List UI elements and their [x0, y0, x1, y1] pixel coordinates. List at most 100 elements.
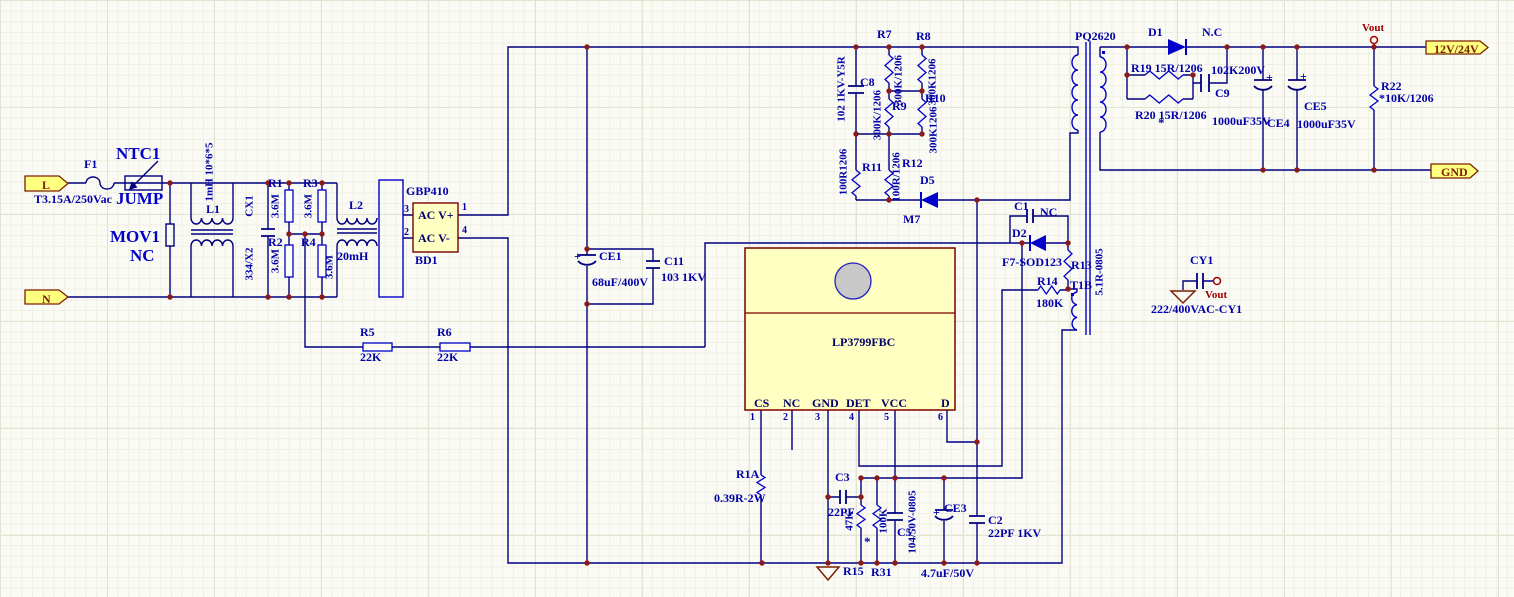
- varistor-mov1-icon[interactable]: [165, 223, 175, 247]
- label-c3-value: 22PF: [828, 505, 855, 519]
- label-d2-designator: D2: [1012, 226, 1027, 240]
- bridge-bd1[interactable]: [412, 202, 459, 253]
- capacitor-c8-icon[interactable]: [848, 85, 864, 94]
- label-bd1-pin4: 4: [462, 225, 467, 236]
- label-l1-value: 1mH 10*6*5: [203, 142, 216, 202]
- label-r5-value: 22K: [360, 350, 382, 364]
- label-r1a-designator: R1A: [736, 467, 760, 481]
- thermistor-ntc1-icon[interactable]: [124, 160, 163, 191]
- label-bd1-pin1: 1: [462, 202, 467, 213]
- port-n-shape[interactable]: [24, 289, 70, 305]
- ground-symbol-primary[interactable]: [815, 566, 841, 582]
- label-ic-pin-vcc: VCC: [881, 396, 907, 410]
- label-r1-designator: R1: [268, 176, 283, 190]
- label-c9-designator: C9: [1215, 86, 1230, 100]
- port-l-shape[interactable]: [24, 175, 70, 192]
- label-f1-designator: F1: [84, 157, 98, 171]
- label-r15-designator: R15: [843, 564, 864, 578]
- label-d2-value: F7-SOD123: [1002, 255, 1062, 269]
- label-r1-value: 3.6M: [269, 193, 282, 219]
- wires[interactable]: [68, 44, 1431, 564]
- label-d5-designator: D5: [920, 173, 935, 187]
- label-ce4-designator: CE4: [1267, 116, 1290, 130]
- label-r11-designator: R11: [862, 160, 883, 174]
- label-r4-designator: R4: [301, 235, 316, 249]
- vout-terminal-top[interactable]: [1369, 35, 1379, 45]
- label-ce1-value: 68uF/400V: [592, 275, 649, 289]
- capacitor-c2-icon[interactable]: [969, 515, 985, 524]
- label-r14-value: 180K: [1036, 296, 1064, 310]
- label-ce3-polarity: +: [933, 505, 940, 519]
- label-r2-designator: R2: [268, 235, 283, 249]
- label-ic-pin6-num: 6: [938, 412, 943, 423]
- label-ce5-polarity: +: [1300, 69, 1307, 83]
- capacitor-c3-icon[interactable]: [839, 490, 847, 504]
- label-cx1-designator: CX1: [243, 195, 256, 217]
- label-r6-designator: R6: [437, 325, 452, 339]
- electrolytic-ce5-icon[interactable]: [1287, 79, 1307, 91]
- label-ic-pin-det: DET: [846, 396, 871, 410]
- electrolytic-ce4-icon[interactable]: [1253, 79, 1273, 91]
- label-port-gnd: GND: [1441, 165, 1468, 179]
- ic-lp3799[interactable]: [744, 247, 956, 411]
- label-r20-label: R20 15R/1206: [1135, 108, 1207, 122]
- resistor-zigzags[interactable]: [755, 54, 1380, 529]
- label-l2-value: 20mH: [337, 249, 369, 263]
- label-r6-value: 22K: [437, 350, 459, 364]
- label-r15-value: 47K: [843, 511, 856, 531]
- label-r11-value: 100R1206: [837, 148, 850, 196]
- label-bd1-pin3: 3: [404, 204, 409, 215]
- vout-terminal-cy1[interactable]: [1212, 276, 1222, 286]
- label-bd1-part: GBP410: [406, 184, 449, 198]
- choke-l1-icon[interactable]: [190, 217, 234, 247]
- label-port-l: L: [42, 178, 51, 192]
- label-r9-value: 300K/1206: [871, 89, 884, 141]
- label-c8-designator: C8: [860, 75, 875, 89]
- label-r13-value: 5.1R-0805: [1093, 248, 1106, 296]
- label-r12-value: 100R/1206: [890, 152, 903, 202]
- label-ic-part: LP3799FBC: [832, 335, 896, 349]
- ic-orientation-circle: [834, 262, 872, 300]
- capacitor-c1-icon[interactable]: [1026, 209, 1034, 223]
- diode-d1-icon[interactable]: [1168, 39, 1187, 55]
- label-ce3-designator: CE3: [944, 501, 967, 515]
- label-c3-designator: C3: [835, 470, 850, 484]
- label-c5-designator: C5: [897, 525, 912, 539]
- label-r10-designator: R10: [925, 91, 946, 105]
- label-c2-value: 22PF 1KV: [988, 526, 1042, 540]
- fuse-f1-icon[interactable]: [85, 176, 115, 190]
- label-ce3-value: 4.7uF/50V: [921, 566, 975, 580]
- label-r31-value: 100K: [877, 508, 890, 534]
- label-r22-designator: R22: [1381, 79, 1402, 93]
- capacitor-c5-icon[interactable]: [887, 512, 903, 521]
- capacitor-c11-icon[interactable]: [646, 260, 660, 269]
- label-ic-pin1-num: 1: [750, 412, 755, 423]
- port-gnd-shape[interactable]: [1430, 163, 1479, 179]
- label-bd1-pin2: 2: [404, 227, 409, 238]
- label-c11-designator: C11: [664, 254, 685, 268]
- electrolytic-ce1-icon[interactable]: [577, 254, 597, 266]
- resistor-boxes[interactable]: [284, 189, 471, 352]
- port-12v24v-shape[interactable]: [1425, 40, 1490, 55]
- electrolytic-ce3-icon[interactable]: [934, 509, 954, 521]
- label-r2-value: 3.6M: [269, 248, 282, 274]
- label-ic-pin3-num: 3: [815, 412, 820, 423]
- capacitor-cy1-icon[interactable]: [1196, 273, 1204, 289]
- diode-d5-icon[interactable]: [920, 192, 938, 208]
- ground-symbol-cy1[interactable]: [1169, 290, 1197, 305]
- label-cy1-value: 222/400VAC-CY1: [1151, 302, 1243, 316]
- label-l2-designator: L2: [349, 198, 364, 212]
- label-r7-value: 300K/1206: [892, 54, 905, 106]
- label-r3-value: 3.6M: [302, 193, 315, 219]
- label-ce4-value: 1000uF35V: [1212, 114, 1271, 128]
- diode-d2-icon[interactable]: [1029, 235, 1046, 251]
- transformer-t1[interactable]: [1071, 42, 1107, 335]
- capacitor-c9-icon[interactable]: [1200, 74, 1210, 92]
- label-r31-alt-marker: *: [864, 534, 871, 549]
- choke-l2-icon[interactable]: [336, 179, 404, 298]
- label-mov1-value: NC: [130, 246, 155, 265]
- capacitor-cx1-icon[interactable]: [261, 228, 275, 237]
- label-ic-pin4-num: 4: [849, 412, 854, 423]
- label-ce5-designator: CE5: [1304, 99, 1327, 113]
